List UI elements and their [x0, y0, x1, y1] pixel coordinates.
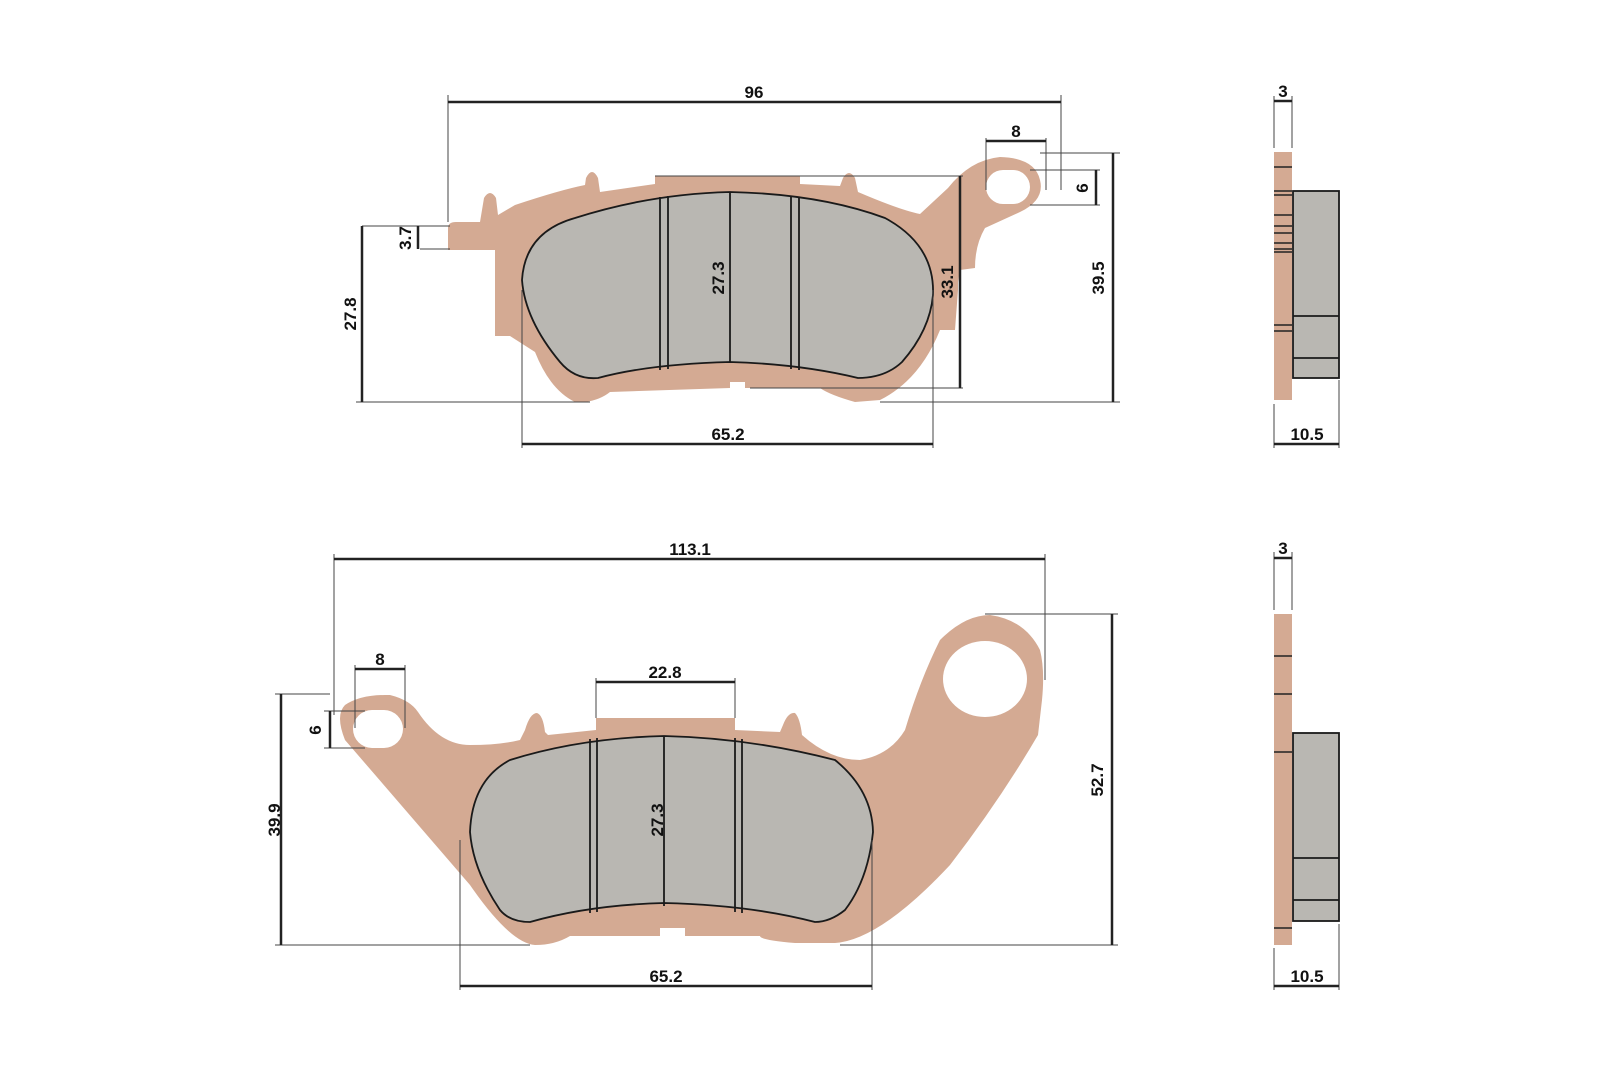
dim-bottom-overall-width: 113.1	[669, 540, 711, 559]
top-friction-pad	[521, 191, 934, 380]
bottom-mounting-hole	[943, 641, 1027, 717]
dim-top-friction-width: 65.2	[711, 425, 744, 444]
dim-top-plate-thickness: 3	[1278, 82, 1287, 101]
dim-bottom-left-height: 39.9	[265, 803, 284, 836]
dim-top-left-height: 27.8	[341, 297, 360, 330]
dim-top-overall-height: 39.5	[1089, 261, 1108, 294]
dim-bottom-friction-height: 27.3	[648, 803, 667, 836]
dim-top-total-thickness: 10.5	[1290, 425, 1323, 444]
top-slot-hole	[986, 170, 1030, 204]
dim-bottom-total-thickness: 10.5	[1290, 967, 1323, 986]
dim-bottom-plate-thickness: 3	[1278, 539, 1287, 558]
dim-bottom-overall-height: 52.7	[1088, 763, 1107, 796]
dim-bottom-slot-height: 6	[306, 725, 325, 734]
bottom-friction-pad	[469, 735, 874, 923]
dim-bottom-slot-width: 8	[375, 650, 384, 669]
dim-bottom-friction-width: 65.2	[649, 967, 682, 986]
dim-top-overall-width: 96	[745, 83, 764, 102]
top-pad-front-view: 96 8 6 39.5 33.1 27.3 3.7 27.8	[341, 83, 1120, 448]
dim-top-tab-height: 3.7	[396, 226, 415, 250]
bottom-pad-front-view: 113.1 8 6 22.8 27.3 39.9 52.7 65.2	[265, 540, 1118, 990]
bottom-slot-hole	[353, 710, 403, 748]
dim-top-friction-height: 27.3	[709, 261, 728, 294]
dim-bottom-tab-width: 22.8	[648, 663, 681, 682]
dim-top-plate-height: 33.1	[938, 265, 957, 298]
bottom-pad-side-view: 3 10.5	[1273, 539, 1340, 990]
dim-top-slot-height: 6	[1073, 183, 1092, 192]
top-pad-side-view: 3 10.5	[1273, 82, 1340, 448]
dim-top-slot-width: 8	[1011, 122, 1020, 141]
